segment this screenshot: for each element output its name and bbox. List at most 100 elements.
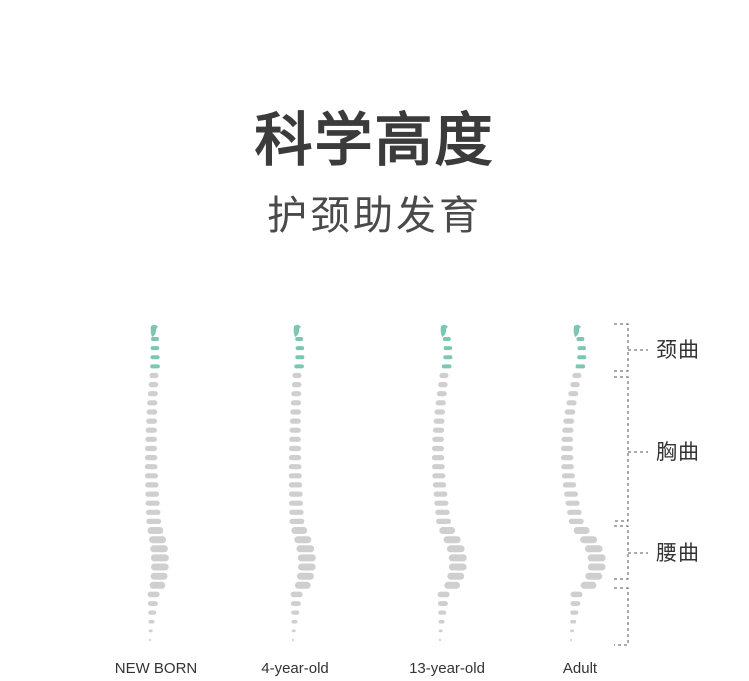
vertebra-thoracic bbox=[439, 372, 449, 379]
vertebra-thoracic bbox=[147, 391, 158, 397]
vertebra-cervical bbox=[151, 337, 159, 341]
vertebra-thoracic bbox=[561, 464, 574, 470]
vertebra-thoracic bbox=[289, 418, 301, 424]
curve-label-lumbar: 腰曲 bbox=[656, 541, 700, 565]
vertebra-thoracic bbox=[568, 518, 584, 524]
bracket-sacral bbox=[614, 587, 629, 646]
vertebra-sacral bbox=[570, 601, 581, 606]
vertebra-sacral bbox=[570, 620, 577, 624]
curve-label-thoracic: 胸曲 bbox=[656, 440, 700, 464]
vertebra-lumbar bbox=[298, 563, 316, 571]
vertebra-cervical bbox=[577, 355, 587, 360]
vertebra-lumbar bbox=[448, 563, 467, 571]
vertebra-sacral bbox=[437, 601, 448, 606]
vertebra-lumbar bbox=[149, 581, 166, 589]
vertebra-lumbar bbox=[580, 581, 597, 589]
vertebra-sacral bbox=[148, 629, 153, 633]
vertebra-lumbar bbox=[584, 545, 603, 553]
vertebra-thoracic bbox=[435, 509, 450, 515]
vertebra-lumbar bbox=[149, 536, 166, 544]
vertebra-thoracic bbox=[144, 455, 158, 461]
curve-label-cervical: 颈曲 bbox=[656, 338, 700, 362]
vertebra-cervical bbox=[443, 355, 453, 360]
vertebra-thoracic bbox=[146, 509, 161, 515]
vertebra-thoracic bbox=[564, 491, 578, 497]
vertebra-thoracic bbox=[436, 391, 447, 397]
vertebra-lumbar bbox=[150, 572, 168, 580]
vertebra-thoracic bbox=[563, 418, 575, 424]
vertebra-lumbar bbox=[446, 545, 465, 553]
spine-group bbox=[144, 324, 606, 641]
vertebra-thoracic bbox=[289, 500, 304, 506]
vertebra-thoracic bbox=[432, 464, 445, 470]
vertebra-thoracic bbox=[289, 436, 301, 442]
vertebra-thoracic bbox=[565, 500, 580, 506]
vertebra-thoracic bbox=[148, 382, 159, 388]
vertebra-lumbar bbox=[580, 536, 598, 544]
vertebra-cervical bbox=[576, 337, 585, 341]
vertebra-thoracic bbox=[289, 427, 301, 433]
vertebra-thoracic bbox=[291, 382, 302, 388]
vertebra-sacral bbox=[290, 591, 303, 598]
bracket-thoracic bbox=[614, 376, 629, 522]
vertebra-sacral bbox=[290, 601, 301, 606]
vertebra-thoracic bbox=[572, 372, 582, 379]
stage-label-4-year: 4-year-old bbox=[261, 660, 329, 677]
vertebra-lumbar bbox=[297, 554, 316, 562]
vertebra-sacral bbox=[438, 639, 442, 641]
vertebra-sacral bbox=[437, 591, 450, 598]
vertebra-thoracic bbox=[146, 518, 162, 524]
vertebra-thoracic bbox=[561, 436, 573, 442]
vertebra-thoracic bbox=[568, 391, 579, 397]
vertebra-sacral bbox=[291, 610, 300, 615]
vertebra-sacral bbox=[570, 591, 583, 598]
bracket-cervical bbox=[614, 323, 629, 372]
vertebra-cervical bbox=[150, 364, 160, 369]
vertebra-thoracic bbox=[562, 482, 577, 488]
vertebra-lumbar bbox=[294, 536, 312, 544]
vertebra-sacral bbox=[570, 629, 575, 633]
vertebra-thoracic bbox=[145, 445, 157, 452]
vertebra-thoracic bbox=[432, 427, 445, 433]
vertebra-atlas bbox=[440, 324, 448, 337]
vertebra-thoracic bbox=[435, 400, 446, 406]
vertebra-sacral bbox=[569, 639, 573, 641]
vertebra-thoracic bbox=[290, 409, 301, 415]
vertebra-thoracic bbox=[289, 445, 301, 452]
vertebra-thoracic bbox=[145, 427, 157, 433]
vertebra-thoracic bbox=[290, 400, 301, 406]
vertebra-thoracic bbox=[567, 509, 582, 515]
spine-newborn bbox=[144, 324, 169, 641]
vertebra-thoracic bbox=[561, 473, 575, 479]
vertebra-sacral bbox=[291, 629, 296, 633]
vertebra-thoracic bbox=[292, 372, 302, 379]
vertebra-lumbar bbox=[585, 572, 603, 580]
vertebra-thoracic bbox=[288, 473, 302, 479]
vertebra-lumbar bbox=[587, 563, 606, 571]
vertebra-thoracic bbox=[561, 445, 573, 452]
vertebra-cervical bbox=[575, 364, 586, 369]
vertebra-cervical bbox=[442, 337, 451, 341]
page-title: 科学高度 bbox=[254, 106, 495, 174]
vertebra-thoracic bbox=[145, 500, 160, 506]
vertebra-thoracic bbox=[288, 491, 303, 497]
vertebra-lumbar bbox=[150, 545, 168, 553]
vertebra-cervical bbox=[441, 364, 452, 369]
vertebra-sacral bbox=[148, 620, 155, 624]
vertebra-thoracic bbox=[289, 509, 304, 515]
vertebra-thoracic bbox=[434, 409, 446, 415]
vertebra-lumbar bbox=[447, 572, 465, 580]
vertebra-thoracic bbox=[145, 491, 160, 497]
vertebra-thoracic bbox=[432, 445, 444, 452]
vertebra-lumbar bbox=[291, 527, 308, 534]
vertebra-cervical bbox=[443, 346, 453, 351]
vertebra-thoracic bbox=[288, 455, 302, 461]
vertebra-sacral bbox=[291, 639, 295, 641]
stage-label-13-year: 13-year-old bbox=[409, 660, 485, 677]
vertebra-sacral bbox=[438, 629, 443, 633]
vertebra-thoracic bbox=[566, 400, 577, 406]
vertebra-thoracic bbox=[289, 518, 305, 524]
vertebra-lumbar bbox=[294, 581, 311, 589]
vertebra-thoracic bbox=[436, 518, 451, 524]
